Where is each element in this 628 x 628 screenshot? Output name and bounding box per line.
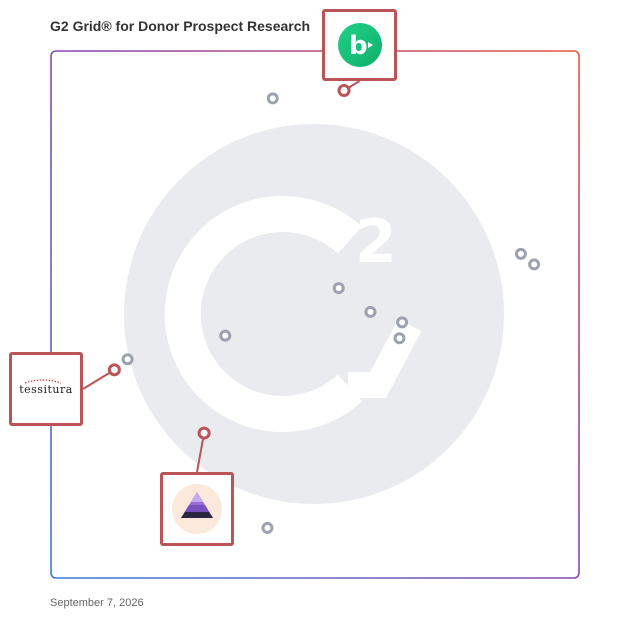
product-dot-6[interactable]	[396, 316, 409, 329]
product-dot-bloomerang[interactable]	[337, 84, 351, 98]
product-dot-12[interactable]	[261, 521, 274, 534]
product-dot-third[interactable]	[197, 426, 211, 440]
product-dot-3[interactable]	[528, 258, 541, 271]
bloomerang-glyph: b	[349, 31, 368, 61]
product-dot-7[interactable]	[393, 332, 406, 345]
product-dot-0[interactable]	[266, 92, 279, 105]
product-dot-8[interactable]	[219, 329, 232, 342]
bloomerang-b-icon: b	[337, 23, 382, 67]
product-dot-5[interactable]	[364, 305, 377, 318]
purple-triangle-callout[interactable]	[160, 472, 234, 546]
product-dot-9[interactable]	[121, 353, 134, 366]
tessitura-arc-icon	[25, 378, 62, 384]
page-title: G2 Grid® for Donor Prospect Research	[50, 18, 311, 34]
product-dot-4[interactable]	[332, 282, 345, 295]
tessitura-logo: tessitura	[19, 378, 73, 396]
product-dot-2[interactable]	[514, 247, 527, 260]
tessitura-callout[interactable]: tessitura	[9, 352, 83, 426]
product-dot-tessitura[interactable]	[107, 363, 121, 377]
tessitura-wordmark: tessitura	[19, 382, 73, 396]
grid-date: September 7, 2026	[50, 597, 144, 609]
purple-triangle-logo-icon	[172, 484, 222, 534]
svg-text:2: 2	[355, 207, 397, 277]
callout-connector-third	[196, 432, 206, 473]
bloomerang-callout[interactable]: b	[322, 9, 397, 81]
